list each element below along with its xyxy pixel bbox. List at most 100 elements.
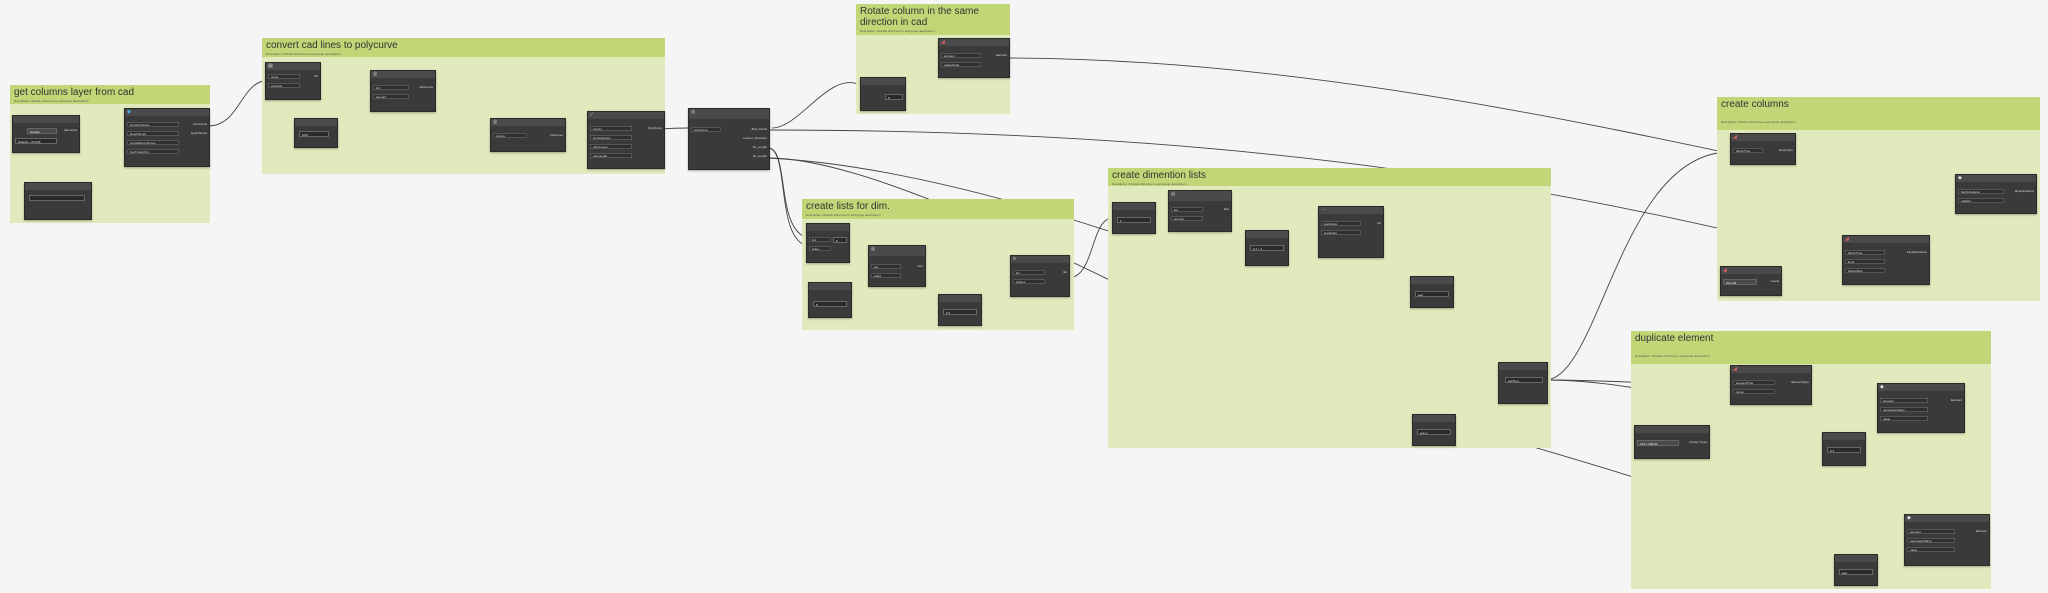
dropdown-field[interactable]: Google	[27, 128, 57, 134]
input-port[interactable]: joinTolerance	[590, 135, 632, 140]
code-block-node[interactable]: 0.7 + 1	[1245, 230, 1289, 266]
code-input[interactable]: 0.7 + 1	[1250, 245, 1284, 251]
custom-node-points[interactable]: ◎ polyCurve Bnd_Points Column_Direction …	[688, 108, 770, 170]
list-chop-node[interactable]: ◎ list amount lists	[1168, 190, 1232, 232]
input-port[interactable]: list	[809, 237, 831, 242]
input-port[interactable]: element	[1907, 529, 1955, 534]
list-take-items-node[interactable]: ≡ list indices list	[1010, 255, 1070, 297]
input-port[interactable]: parameterName	[1907, 538, 1955, 543]
output-port[interactable]: list/curves	[419, 85, 433, 89]
input-port[interactable]: familyType	[1845, 250, 1885, 255]
output-port[interactable]: familyType	[1778, 148, 1793, 152]
input-port[interactable]: level	[1845, 259, 1885, 264]
input-port[interactable]: rotation	[1958, 198, 2004, 203]
input-port[interactable]: amount	[373, 94, 409, 99]
input-port[interactable]: elementType	[1733, 380, 1775, 385]
level-dropdown[interactable]: Top Hat	[1723, 279, 1757, 285]
input-port[interactable]: value	[1880, 416, 1928, 421]
family-types-node[interactable]: ◢ familyType familyType	[1730, 133, 1796, 165]
input-port[interactable]: polyCurve	[691, 127, 721, 132]
output-port[interactable]: list	[1377, 221, 1381, 225]
output-port[interactable]: Ss_Length	[752, 154, 767, 158]
output-port[interactable]: FamilyInstance	[1906, 250, 1927, 254]
list-get-item-node[interactable]: list index 0	[806, 223, 850, 263]
output-port[interactable]: Column_Direction	[743, 136, 767, 140]
input-port[interactable]: index	[809, 246, 831, 251]
select-model-elements-node[interactable]: Google Column - (S-COL Elements	[12, 115, 80, 153]
input-port[interactable]: curve	[268, 74, 300, 79]
input-port[interactable]: element	[941, 53, 981, 58]
input-port[interactable]: lineTypesOnly	[127, 149, 179, 154]
input-port[interactable]: index	[871, 273, 901, 278]
element-set-parameter-node[interactable]: ◆ element parameterName value Element	[1877, 383, 1965, 433]
family-type-dropdown[interactable]: 100 x 200mm	[1637, 440, 1679, 446]
code-input[interactable]: a+b-c	[1417, 429, 1451, 435]
input-port[interactable]: amount	[1171, 216, 1203, 221]
family-types-node[interactable]: 100 x 200mm Family Types	[1634, 425, 1710, 459]
code-input[interactable]: a+b	[1839, 569, 1873, 575]
string-input[interactable]	[29, 195, 85, 201]
code-input[interactable]: 0.1	[1827, 447, 1861, 453]
input-port[interactable]: element	[1880, 398, 1928, 403]
output-port[interactable]: Elements	[64, 128, 77, 132]
output-port[interactable]: list	[1063, 270, 1067, 274]
input-port[interactable]: list	[871, 264, 901, 269]
output-port[interactable]: Element	[995, 53, 1007, 57]
code-block-node[interactable]: a+b-c	[1412, 414, 1456, 446]
code-input[interactable]: a+b*b-a	[1505, 377, 1543, 383]
element-set-parameter-node[interactable]: ◆ element parameterName value Element	[1904, 514, 1990, 566]
group-convert-cad-lines[interactable]: convert cad lines to polycurve Descripti…	[262, 38, 665, 174]
output-port[interactable]: Element	[1975, 529, 1987, 533]
list-get-item-node[interactable]: ◎ list index item	[868, 245, 926, 287]
code-block-node[interactable]: 1	[1112, 202, 1156, 234]
input-port[interactable]: list	[1013, 270, 1045, 275]
family-instance-set-rotation-node[interactable]: ◆ familyInstance rotation familyInstance	[1955, 174, 2037, 214]
input-port[interactable]: name	[1733, 389, 1775, 394]
output-port[interactable]: list	[314, 74, 318, 78]
string-node[interactable]	[24, 182, 92, 220]
family-instance-by-point-node[interactable]: ◢ familyType level baseOffset FamilyInst…	[1842, 235, 1930, 285]
input-port[interactable]: baseOffset	[1845, 268, 1885, 273]
code-block-node[interactable]: 0.1	[1822, 432, 1866, 466]
input-port[interactable]: layerNames	[127, 131, 179, 136]
polycurve-node[interactable]: ⟋ curves joinTolerance trimCurves trimLe…	[587, 111, 665, 169]
output-port[interactable]: Element	[1950, 398, 1962, 402]
code-input[interactable]: 1	[1117, 217, 1151, 223]
input-port[interactable]: rotateAngle	[941, 62, 981, 67]
input-port[interactable]: list	[373, 85, 409, 90]
code-block-node[interactable]: a+b	[1410, 276, 1454, 308]
output-port[interactable]: Ss_Length	[752, 145, 767, 149]
number-node[interactable]: 0	[808, 282, 852, 318]
input-port[interactable]: curves	[590, 126, 632, 131]
output-port[interactable]: lists	[1223, 207, 1229, 211]
code-block-node[interactable]: a+b*b-a	[1498, 362, 1548, 404]
output-port[interactable]: familyInstance	[2014, 189, 2034, 193]
number-input[interactable]: 0	[885, 94, 903, 100]
number-node[interactable]: 0.01	[294, 118, 338, 148]
output-port[interactable]: Family Types	[1689, 440, 1707, 444]
input-port[interactable]: curves	[493, 133, 527, 138]
input-port[interactable]: list	[1171, 207, 1203, 212]
element-set-rotation-node[interactable]: ◢ element rotateAngle Element	[938, 38, 1010, 78]
code-block-node[interactable]: a+b	[1834, 554, 1878, 586]
number-node[interactable]: 0	[860, 77, 906, 111]
input-port[interactable]: startIndex	[1321, 221, 1361, 226]
input-port[interactable]: trimLength	[590, 153, 632, 158]
number-node[interactable]: 0.1	[938, 294, 982, 326]
cad-curves-from-layer-node[interactable]: ◆ importInstance layerNames curveElement…	[124, 108, 210, 167]
list-node[interactable]: ▤ curve joinedtol list	[265, 62, 321, 100]
output-port[interactable]: layerNames	[190, 131, 207, 135]
range-node[interactable]: ⋯ startIndex stopIndex list	[1318, 206, 1384, 258]
number-input[interactable]: 0.1	[943, 309, 977, 315]
output-port[interactable]: CurvesList	[192, 122, 207, 126]
output-port[interactable]: item	[917, 264, 923, 268]
input-port[interactable]: curveElementLines	[127, 140, 179, 145]
code-input[interactable]: a+b	[1415, 291, 1449, 297]
input-port[interactable]: value	[1907, 547, 1955, 552]
number-input[interactable]: 0	[813, 301, 847, 307]
input-port[interactable]: trimCurves	[590, 144, 632, 149]
output-port[interactable]: Bnd_Points	[751, 127, 767, 131]
polycurve-by-joined-curves-node[interactable]: ◎ curves polycurve	[490, 118, 566, 152]
input-port[interactable]: parameterName	[1880, 407, 1928, 412]
